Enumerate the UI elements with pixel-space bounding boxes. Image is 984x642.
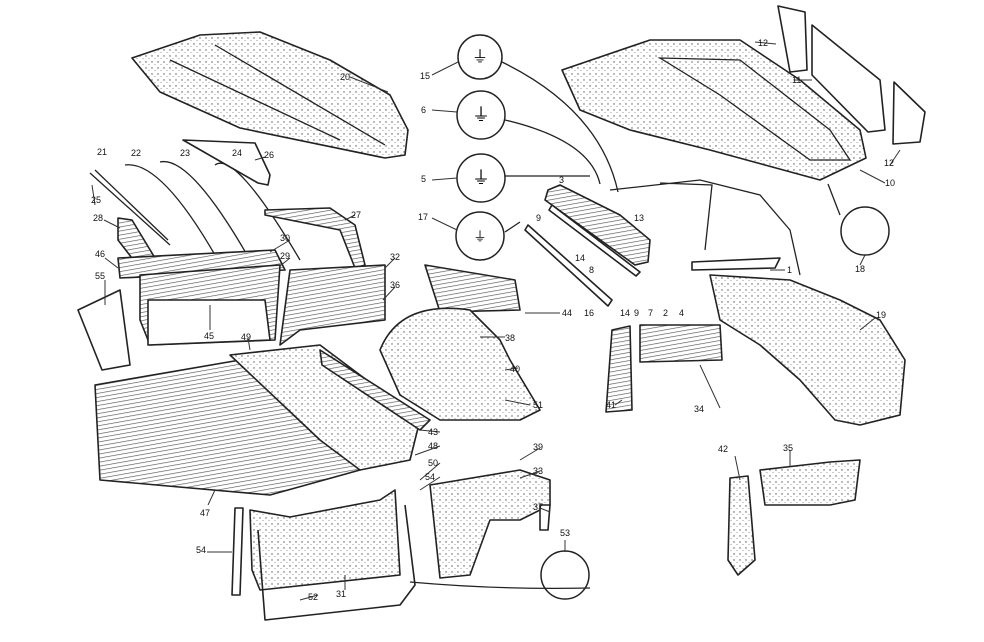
label-50: 50 — [428, 458, 438, 468]
label-3: 3 — [559, 175, 564, 185]
label-16: 16 — [584, 308, 594, 318]
label-44: 44 — [562, 308, 572, 318]
label-36: 36 — [390, 280, 400, 290]
label-34: 34 — [694, 404, 704, 414]
label-38: 38 — [505, 333, 515, 343]
hardtop — [561, 39, 867, 181]
label-31: 31 — [336, 589, 346, 599]
label-14: 14 — [575, 253, 585, 263]
label-4: 4 — [679, 308, 684, 318]
leader-lines — [91, 41, 901, 601]
clip-53-detail — [540, 550, 590, 600]
label-19: 19 — [876, 310, 886, 320]
windscreen-trim — [89, 139, 366, 269]
label-43: 43 — [428, 427, 438, 437]
label-18: 18 — [855, 264, 865, 274]
label-52: 52 — [308, 592, 318, 602]
label-48: 48 — [428, 441, 438, 451]
label-45: 45 — [204, 331, 214, 341]
label-23: 23 — [180, 148, 190, 158]
label-8: 8 — [589, 265, 594, 275]
label-10: 10 — [885, 178, 895, 188]
clip-18-detail — [840, 206, 890, 256]
label-26: 26 — [264, 150, 274, 160]
screw-6-detail — [456, 90, 506, 140]
label-2: 2 — [663, 308, 668, 318]
label-39: 39 — [533, 442, 543, 452]
label-37: 37 — [533, 502, 543, 512]
screw-icon: ⏚ — [472, 168, 490, 188]
label-47: 47 — [200, 508, 210, 518]
label-41: 41 — [606, 400, 616, 410]
label-51: 51 — [533, 400, 543, 410]
label-42: 42 — [718, 444, 728, 454]
label-27: 27 — [351, 210, 361, 220]
label-20: 20 — [340, 72, 350, 82]
label-15: 15 — [420, 71, 430, 81]
label-33: 33 — [533, 466, 543, 476]
label-1: 1 — [787, 265, 792, 275]
screw-15-detail — [457, 34, 503, 80]
label-53: 53 — [560, 528, 570, 538]
label-40: 40 — [510, 364, 520, 374]
label-7: 7 — [648, 308, 653, 318]
label-12: 12 — [758, 38, 768, 48]
floor-panels — [94, 344, 431, 496]
screw-icon: ⏚ — [473, 229, 486, 244]
label-54: 54 — [425, 472, 435, 482]
label-28: 28 — [93, 213, 103, 223]
label-22: 22 — [131, 148, 141, 158]
label-17: 17 — [418, 212, 428, 222]
label-6: 6 — [421, 105, 426, 115]
rear-glass-panels — [777, 5, 926, 145]
label-5: 5 — [421, 174, 426, 184]
screw-icon: ⏚ — [472, 105, 490, 125]
label-9: 9 — [634, 308, 639, 318]
label-35: 35 — [783, 443, 793, 453]
wheel-arch — [379, 307, 541, 421]
screw-17-detail — [455, 211, 505, 261]
label-24: 24 — [232, 148, 242, 158]
label-21: 21 — [97, 147, 107, 157]
door-assembly — [231, 469, 551, 621]
label-9: 9 — [536, 213, 541, 223]
quarter-trim — [605, 324, 861, 576]
rear-deck-trim — [524, 184, 651, 307]
label-30: 30 — [280, 233, 290, 243]
screw-icon: ⏚ — [472, 48, 488, 66]
screw-callouts: ⏚ ⏚ ⏚ ⏚ — [409, 34, 890, 600]
rear-fender — [609, 179, 906, 426]
label-54: 54 — [196, 545, 206, 555]
label-25: 25 — [91, 195, 101, 205]
label-46: 46 — [95, 249, 105, 259]
label-14: 14 — [620, 308, 630, 318]
label-12: 12 — [884, 158, 894, 168]
label-29: 29 — [280, 251, 290, 261]
label-13: 13 — [634, 213, 644, 223]
label-11: 11 — [792, 75, 801, 85]
label-32: 32 — [390, 252, 400, 262]
part-labels: 20 15 6 5 17 3 13 9 14 8 16 14 9 7 2 4 1… — [91, 38, 895, 602]
hood-panel — [131, 31, 409, 159]
label-49: 49 — [241, 332, 251, 342]
label-55: 55 — [95, 271, 105, 281]
